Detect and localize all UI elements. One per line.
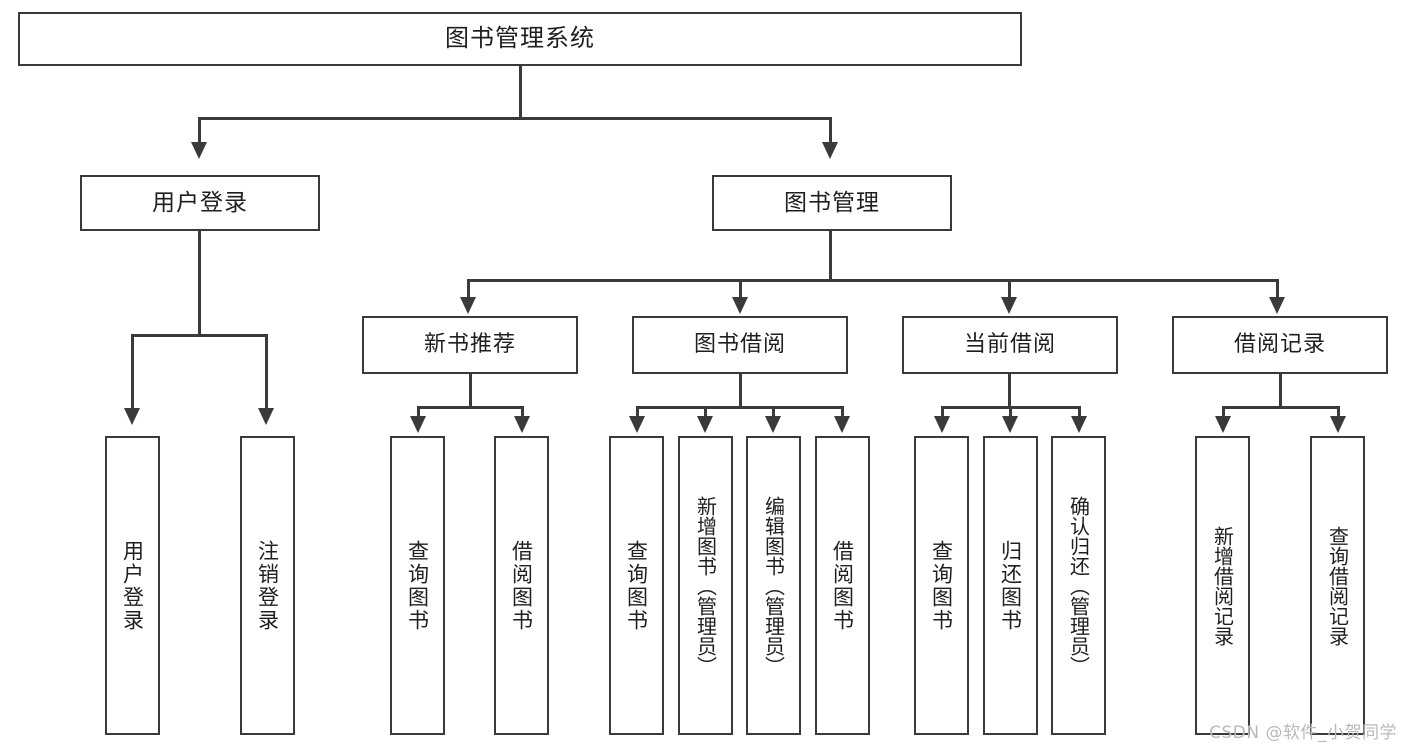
arrow-to-leaf-borrow-book-a bbox=[514, 416, 530, 433]
node-borrow-record[interactable]: 借阅记录 bbox=[1172, 316, 1388, 374]
node-root-system[interactable]: 图书管理系统 bbox=[18, 12, 1022, 66]
leaf-label: 借阅图书 bbox=[509, 539, 534, 632]
leaf-return-book[interactable]: 归还图书 bbox=[983, 436, 1038, 735]
leaf-label: 查询图书 bbox=[405, 539, 430, 632]
edge-borrow-drop-2 bbox=[704, 406, 707, 418]
edge-record-drop-2 bbox=[1337, 406, 1340, 418]
node-new-book-recommend[interactable]: 新书推荐 bbox=[362, 316, 578, 374]
edge-borrow-drop-1 bbox=[636, 406, 639, 418]
arrow-to-borrow-record bbox=[1269, 297, 1285, 314]
leaf-query-book-borrow[interactable]: 查询图书 bbox=[609, 436, 664, 735]
edge-record-drop-1 bbox=[1222, 406, 1225, 418]
arrow-to-leaf-add-book bbox=[697, 416, 713, 433]
arrow-to-leaf-return-book bbox=[1002, 416, 1018, 433]
edge-borrow-drop-3 bbox=[772, 406, 775, 418]
csdn-watermark: CSDN @软件_小贺同学 bbox=[1209, 723, 1397, 743]
arrow-to-leaf-borrow-book-b bbox=[834, 416, 850, 433]
node-user-login[interactable]: 用户登录 bbox=[80, 175, 320, 231]
leaf-add-book-admin[interactable]: 新增图书（管理员） bbox=[678, 436, 733, 735]
node-label: 图书借阅 bbox=[693, 332, 786, 358]
edge-borrow-drop-4 bbox=[841, 406, 844, 418]
node-label: 用户登录 bbox=[152, 189, 248, 216]
leaf-label: 新增图书（管理员） bbox=[693, 495, 718, 676]
arrow-to-new-book-recommend bbox=[460, 297, 476, 314]
edge-recommend-stem bbox=[469, 374, 472, 408]
leaf-label: 用户登录 bbox=[120, 539, 145, 632]
edge-current-drop-2 bbox=[1009, 406, 1012, 418]
leaf-confirm-return-admin[interactable]: 确认归还（管理员） bbox=[1051, 436, 1106, 735]
edge-borrow-stem bbox=[739, 374, 742, 408]
node-label: 新书推荐 bbox=[423, 332, 516, 358]
node-book-borrow[interactable]: 图书借阅 bbox=[632, 316, 848, 374]
edge-record-stem bbox=[1279, 374, 1282, 408]
leaf-label: 查询图书 bbox=[624, 539, 649, 632]
arrow-to-leaf-logout bbox=[258, 408, 274, 425]
edge-record-bus bbox=[1222, 406, 1340, 409]
edge-userlogin-drop-1 bbox=[131, 334, 134, 410]
edge-recommend-drop-1 bbox=[417, 406, 420, 418]
leaf-edit-book-admin[interactable]: 编辑图书（管理员） bbox=[746, 436, 801, 735]
leaf-query-borrow-record[interactable]: 查询借阅记录 bbox=[1310, 436, 1365, 735]
edge-bookmgmt-bus bbox=[467, 279, 1279, 282]
leaf-query-book-recommend[interactable]: 查询图书 bbox=[390, 436, 445, 735]
arrow-to-leaf-user-login bbox=[124, 408, 140, 425]
edge-root-drop-right bbox=[829, 117, 832, 144]
node-book-management[interactable]: 图书管理 bbox=[712, 175, 952, 231]
leaf-borrow-book-recommend[interactable]: 借阅图书 bbox=[494, 436, 549, 735]
arrow-to-book-management bbox=[822, 142, 838, 159]
edge-bookmgmt-drop-3 bbox=[1008, 279, 1011, 299]
edge-recommend-bus bbox=[417, 406, 524, 409]
edge-root-bus bbox=[198, 117, 832, 120]
node-label: 当前借阅 bbox=[963, 332, 1056, 358]
leaf-label: 查询借阅记录 bbox=[1325, 525, 1350, 646]
edge-bookmgmt-drop-4 bbox=[1276, 279, 1279, 299]
edge-recommend-drop-2 bbox=[521, 406, 524, 418]
node-current-borrow[interactable]: 当前借阅 bbox=[902, 316, 1118, 374]
node-label: 图书管理系统 bbox=[445, 24, 595, 53]
edge-current-drop-1 bbox=[941, 406, 944, 418]
arrow-to-book-borrow bbox=[732, 297, 748, 314]
leaf-label: 归还图书 bbox=[998, 539, 1023, 632]
node-label: 图书管理 bbox=[784, 189, 880, 216]
arrow-to-leaf-query-book-a bbox=[410, 416, 426, 433]
leaf-label: 借阅图书 bbox=[830, 539, 855, 632]
edge-userlogin-bus bbox=[131, 334, 268, 337]
leaf-label: 编辑图书（管理员） bbox=[761, 495, 786, 676]
leaf-logout[interactable]: 注销登录 bbox=[240, 436, 295, 735]
edge-userlogin-drop-2 bbox=[265, 334, 268, 410]
edge-current-drop-3 bbox=[1078, 406, 1081, 418]
leaf-label: 注销登录 bbox=[255, 539, 280, 632]
edge-bookmgmt-drop-2 bbox=[739, 279, 742, 299]
leaf-borrow-book[interactable]: 借阅图书 bbox=[815, 436, 870, 735]
leaf-add-borrow-record[interactable]: 新增借阅记录 bbox=[1195, 436, 1250, 735]
edge-current-stem bbox=[1008, 374, 1011, 408]
edge-borrow-bus bbox=[636, 406, 844, 409]
leaf-label: 确认归还（管理员） bbox=[1066, 495, 1091, 676]
arrow-to-current-borrow bbox=[1001, 297, 1017, 314]
arrow-to-leaf-confirm-return bbox=[1071, 416, 1087, 433]
leaf-label: 查询图书 bbox=[929, 539, 954, 632]
leaf-label: 新增借阅记录 bbox=[1210, 525, 1235, 646]
arrow-to-leaf-add-record bbox=[1215, 416, 1231, 433]
arrow-to-leaf-query-book-c bbox=[934, 416, 950, 433]
arrow-to-leaf-query-record bbox=[1330, 416, 1346, 433]
arrow-to-leaf-edit-book bbox=[765, 416, 781, 433]
leaf-user-login[interactable]: 用户登录 bbox=[105, 436, 160, 735]
edge-userlogin-stem bbox=[198, 231, 201, 336]
arrow-to-user-login bbox=[191, 142, 207, 159]
edge-bookmgmt-stem bbox=[829, 231, 832, 281]
edge-root-drop-left bbox=[198, 117, 201, 144]
edge-bookmgmt-drop-1 bbox=[467, 279, 470, 299]
edge-root-stem bbox=[519, 66, 522, 118]
node-label: 借阅记录 bbox=[1233, 332, 1326, 358]
arrow-to-leaf-query-book-b bbox=[629, 416, 645, 433]
leaf-query-book-current[interactable]: 查询图书 bbox=[914, 436, 969, 735]
